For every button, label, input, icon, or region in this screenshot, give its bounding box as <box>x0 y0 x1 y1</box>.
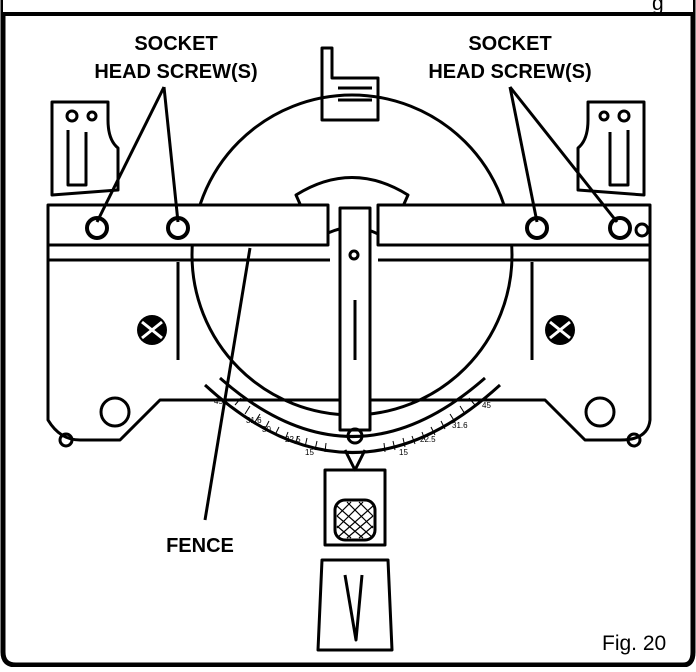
left-foot-hole-small <box>58 432 74 448</box>
scale-mark-left-30: 30 <box>262 425 271 434</box>
lock-knurl <box>333 498 377 542</box>
leader-left-2 <box>162 86 180 223</box>
left-leg-hole-2 <box>86 110 98 122</box>
scale-mark-right-15: 15 <box>399 448 408 457</box>
scale-mark-right-31-6: 31.6 <box>452 421 468 430</box>
miter-scale-ticks <box>234 397 476 453</box>
miter-scale-inner <box>219 376 486 438</box>
leader-right-2 <box>508 86 619 223</box>
right-leg-hole-1 <box>617 109 631 123</box>
miter-arm-screw <box>346 427 364 445</box>
scale-mark-right-45: 45 <box>482 401 491 410</box>
miter-scale-outer <box>203 383 502 454</box>
table-insert-arc <box>294 176 410 242</box>
lock-handle-grip <box>343 574 364 642</box>
leader-left-1 <box>95 86 166 223</box>
scale-mark-left-22-5: 22.5 <box>285 435 301 444</box>
scale-mark-left-45: 45 <box>214 397 223 406</box>
scale-mark-right-22-5: 22.5 <box>420 435 436 444</box>
right-foot-hole-small <box>626 432 642 448</box>
title-bar <box>3 0 693 14</box>
socket-label-left-line1: SOCKET <box>134 33 217 55</box>
miter-arm-pivot <box>348 249 360 261</box>
scale-mark-left-31-6: 31.6 <box>246 416 262 425</box>
extra-screw <box>634 222 650 238</box>
right-base-leg <box>576 100 646 197</box>
rear-support-lines <box>338 86 372 102</box>
lock-housing <box>323 468 387 547</box>
screw-right-outer <box>608 216 632 240</box>
right-lock-knob-icon <box>545 315 575 345</box>
left-leg-slot <box>66 130 88 187</box>
left-foot-hole <box>99 396 131 428</box>
lock-handle <box>316 558 394 652</box>
rear-support-arm <box>320 46 380 122</box>
leader-fence <box>203 247 252 521</box>
leader-right-1 <box>508 86 539 223</box>
left-base-leg <box>50 100 120 197</box>
left-leg-hole-1 <box>65 109 79 123</box>
socket-label-left-line2: HEAD SCREW(S) <box>94 61 257 83</box>
right-foot-hole <box>584 396 616 428</box>
figure-label: Fig. 20 <box>602 632 666 655</box>
right-leg-slot <box>608 130 630 187</box>
screw-left-outer <box>85 216 109 240</box>
fence-label: FENCE <box>166 535 234 557</box>
right-leg-hole-2 <box>598 110 610 122</box>
socket-label-right-line1: SOCKET <box>468 33 551 55</box>
left-lock-knob-icon <box>137 315 167 345</box>
corner-fragment-text: g <box>652 0 664 15</box>
socket-label-right-line2: HEAD SCREW(S) <box>428 61 591 83</box>
socket-head-screws <box>85 216 632 240</box>
leader-lines <box>95 86 619 521</box>
knurl-pattern <box>336 501 374 539</box>
scale-mark-left-15: 15 <box>305 448 314 457</box>
